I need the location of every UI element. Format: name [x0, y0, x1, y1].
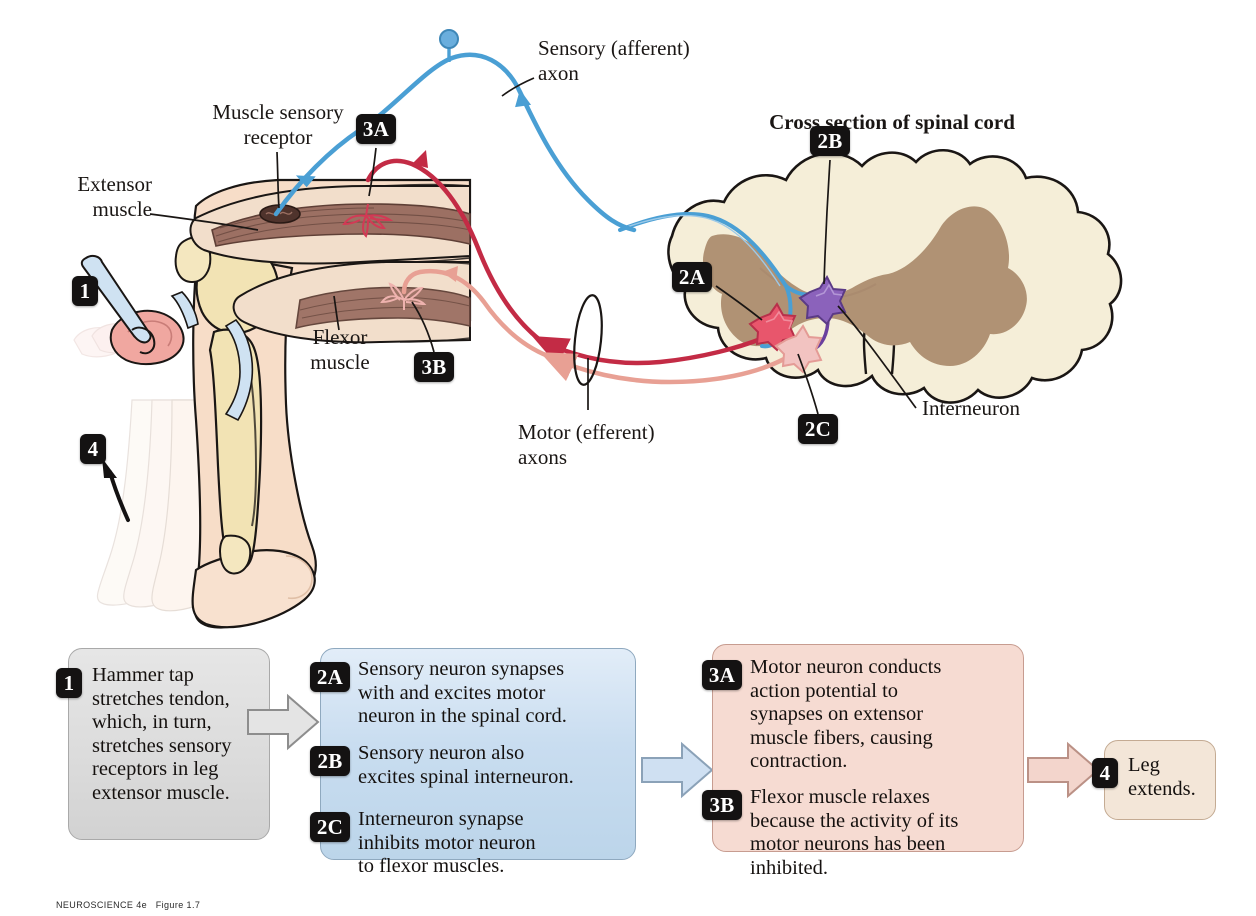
flow-badge-1: 1 [56, 668, 82, 698]
badge-1-diagram: 1 [72, 276, 98, 306]
flow-step-2a: Sensory neuron synapses with and excites… [358, 658, 630, 729]
label-extensor-muscle: Extensor muscle [77, 172, 152, 221]
leader-lines [149, 77, 917, 415]
flow-badge-2a: 2A [310, 662, 350, 692]
sensory-axon-arc [273, 29, 637, 233]
inhibited-motor-neuron-cell-body [774, 324, 823, 374]
arrow-3-to-4 [1027, 741, 1100, 799]
badge-3a-diagram: 3A [356, 114, 396, 144]
label-interneuron: Interneuron [922, 396, 1020, 420]
motor-axons-arcs [365, 150, 603, 386]
flow-step-2b: Sensory neuron also excites spinal inter… [358, 742, 630, 789]
arrow-1-to-2 [247, 693, 320, 751]
title-spinal-cord-cross-section: Cross section of spinal cord [769, 110, 1015, 134]
flow-step-1: Hammer tap stretches tendon, which, in t… [92, 664, 264, 805]
flow-step-3b-text: Flexor muscle relaxes because the activi… [750, 786, 959, 879]
flow-badge-3b: 3B [702, 790, 742, 820]
flow-box-3 [712, 644, 1024, 852]
label-flexor-muscle: Flexor muscle [310, 325, 370, 374]
badge-2a-diagram: 2A [672, 262, 712, 292]
flow-step-1-text: Hammer tap stretches tendon, which, in t… [92, 664, 232, 804]
flow-box-4 [1104, 740, 1216, 820]
flow-box-1 [68, 648, 270, 840]
flow-step-3a: Motor neuron conducts action potential t… [750, 656, 1018, 774]
flow-step-4-text: Leg extends. [1128, 754, 1196, 800]
flow-step-3a-text: Motor neuron conducts action potential t… [750, 656, 942, 772]
motor-axon-flexor-path [539, 352, 789, 385]
figure-credit: NEUROSCIENCE 4e Figure 1.7 [56, 900, 201, 910]
label-sensory-axon: Sensory (afferent) axon [538, 36, 690, 85]
arrow-2-to-3 [641, 741, 714, 799]
flow-step-2c-text: Interneuron synapse inhibits motor neuro… [358, 808, 536, 877]
flow-badge-3a: 3A [702, 660, 742, 690]
badge-2b-diagram: 2B [810, 126, 850, 156]
reflex-hammer [73, 254, 185, 366]
interneuron-cell-body [798, 274, 847, 326]
flow-step-2b-text: Sensory neuron also excites spinal inter… [358, 742, 574, 788]
flexor-muscle [232, 261, 471, 344]
motor-endplate-flexor [380, 282, 427, 310]
label-motor-axons: Motor (efferent) axons [518, 420, 655, 469]
badge-2c-diagram: 2C [798, 414, 838, 444]
flow-badge-2c: 2C [310, 812, 350, 842]
badge-4-diagram: 4 [80, 434, 106, 464]
spinal-cord-cross-section [531, 149, 1123, 404]
flow-badge-4: 4 [1092, 758, 1118, 788]
flow-step-2a-text: Sensory neuron synapses with and excites… [358, 658, 567, 727]
motor-endplate-extensor [342, 203, 394, 238]
flow-step-4: Leg extends. [1128, 754, 1214, 801]
flow-step-2c: Interneuron synapse inhibits motor neuro… [358, 808, 630, 879]
label-muscle-sensory-receptor: Muscle sensory receptor [212, 100, 344, 149]
leg-extends-arrow [102, 458, 130, 522]
flow-badge-2b: 2B [310, 746, 350, 776]
badge-3b-diagram: 3B [414, 352, 454, 382]
flow-step-3b: Flexor muscle relaxes because the activi… [750, 786, 1018, 880]
